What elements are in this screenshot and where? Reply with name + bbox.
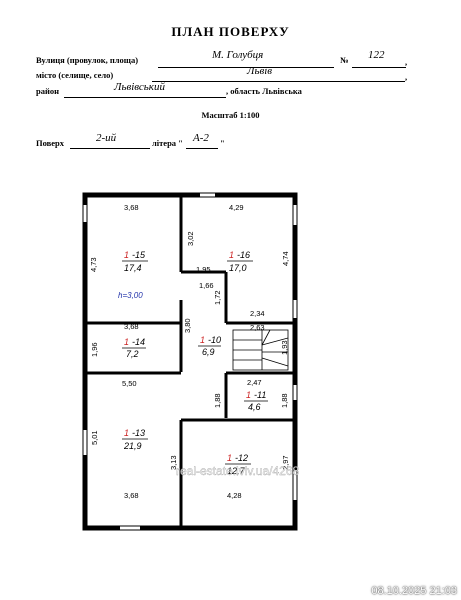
room-number: 1 [229, 250, 234, 260]
dimension-label: 3,02 [186, 231, 195, 246]
district-underline [64, 97, 226, 98]
room-number: 1 [124, 250, 129, 260]
street-value: М. Голубця [212, 49, 264, 61]
exterior-walls [82, 192, 298, 531]
room-code: -10 [208, 335, 221, 345]
svg-text:1-11: 1-11 [246, 390, 266, 400]
room-code: -12 [235, 453, 248, 463]
dimension-label: 2,34 [250, 309, 265, 318]
room-label: 1-10 6,9 [198, 335, 221, 357]
room-number: 1 [200, 335, 205, 345]
scale-text: Масштаб 1:100 [201, 110, 260, 120]
svg-text:1-13: 1-13 [124, 428, 145, 438]
room-label: 1-11 4,6 [244, 390, 268, 412]
dimension-label: 1,95 [196, 265, 211, 274]
watermark: real-estate.lviv.ua/4268 [176, 464, 300, 478]
dimension-label: 1,93 [280, 340, 289, 355]
room-area: 4,6 [248, 402, 261, 412]
window-openings [83, 193, 297, 530]
dimension-label: 4,74 [281, 251, 290, 266]
room-label: 1-15 17,4 [122, 250, 148, 273]
timestamp: 08.10.2025 21:03 [371, 585, 457, 597]
floor-value: 2-ий [96, 132, 117, 144]
room-code: -14 [132, 337, 145, 347]
room-label: 1-12 12,7 [225, 453, 251, 476]
dimension-label: 4,29 [229, 203, 244, 212]
city-label: місто (селище, село) [36, 70, 114, 80]
dimension-label: 1,96 [90, 342, 99, 357]
room-area: 12,7 [227, 466, 246, 476]
svg-text:1-12: 1-12 [227, 453, 248, 463]
room-label: 1-14 7,2 [122, 337, 146, 359]
district-label: район [36, 86, 60, 96]
svg-text:1-14: 1-14 [124, 337, 145, 347]
dimension-label: 2,47 [247, 378, 262, 387]
room-number: 1 [246, 390, 251, 400]
floor-underline [70, 148, 150, 149]
street-label: Вулиця (провулок, площа) [36, 55, 139, 65]
room-code: -16 [237, 250, 250, 260]
dimension-label: 3,80 [183, 318, 192, 333]
dimension-label: 3,13 [169, 455, 178, 470]
dimension-label: 1,88 [213, 393, 222, 408]
room-label: 1-16 17,0 [227, 250, 253, 273]
svg-text:1-10: 1-10 [200, 335, 221, 345]
city-underline [152, 81, 405, 82]
litera-value: А-2 [193, 132, 209, 144]
dimension-label: 4,73 [89, 257, 98, 272]
litera-underline [186, 148, 218, 149]
number-value: 122 [368, 49, 385, 61]
room-labels: 1-15 17,4 1-16 17,0 1-14 7,2 1-10 6,9 1-… [122, 250, 268, 476]
dimension-label: 4,28 [227, 491, 242, 500]
dimension-label: 3,68 [124, 491, 139, 500]
room-number: 1 [227, 453, 232, 463]
dimension-label: 2,63 [250, 323, 265, 332]
room-code: -13 [132, 428, 145, 438]
page-title: ПЛАН ПОВЕРХУ [171, 24, 290, 39]
dimension-label: 1,72 [213, 290, 222, 305]
room-label: 1-13 21,9 [122, 428, 148, 451]
dimension-label: 1,88 [280, 393, 289, 408]
room-area: 17,0 [229, 263, 247, 273]
district-value: Львівський [114, 81, 165, 93]
room-area: 6,9 [202, 347, 215, 357]
litera-label: літера " [152, 138, 183, 148]
room-area: 21,9 [123, 441, 142, 451]
room-code: -11 [254, 390, 266, 400]
city-value: Львів [247, 65, 273, 77]
interior-walls [85, 195, 295, 528]
room-code: -15 [132, 250, 146, 260]
dimension-label: 2,97 [281, 455, 290, 470]
room-number: 1 [124, 337, 129, 347]
svg-text:1-16: 1-16 [229, 250, 250, 260]
dimension-label: 1,66 [199, 281, 214, 290]
dimension-labels: 3,68 4,29 4,73 3,02 4,74 1,95 1,66 1,72 … [89, 203, 290, 500]
room-area: 17,4 [124, 263, 142, 273]
street-underline [158, 67, 334, 68]
dimension-label: 5,01 [90, 430, 99, 445]
dimension-label: 3,68 [124, 322, 139, 331]
number-underline [352, 67, 406, 68]
room-area: 7,2 [126, 349, 139, 359]
window-sills [82, 192, 298, 531]
staircase [232, 329, 289, 371]
region-text: , область Львівська [226, 86, 302, 96]
floor-label: Поверх [36, 138, 64, 148]
room-number: 1 [124, 428, 129, 438]
number-label: № [340, 55, 349, 65]
svg-text:1-15: 1-15 [124, 250, 146, 260]
dimension-label: 5,50 [122, 379, 137, 388]
dimension-label: 3,68 [124, 203, 139, 212]
height-note: h=3,00 [118, 291, 143, 300]
